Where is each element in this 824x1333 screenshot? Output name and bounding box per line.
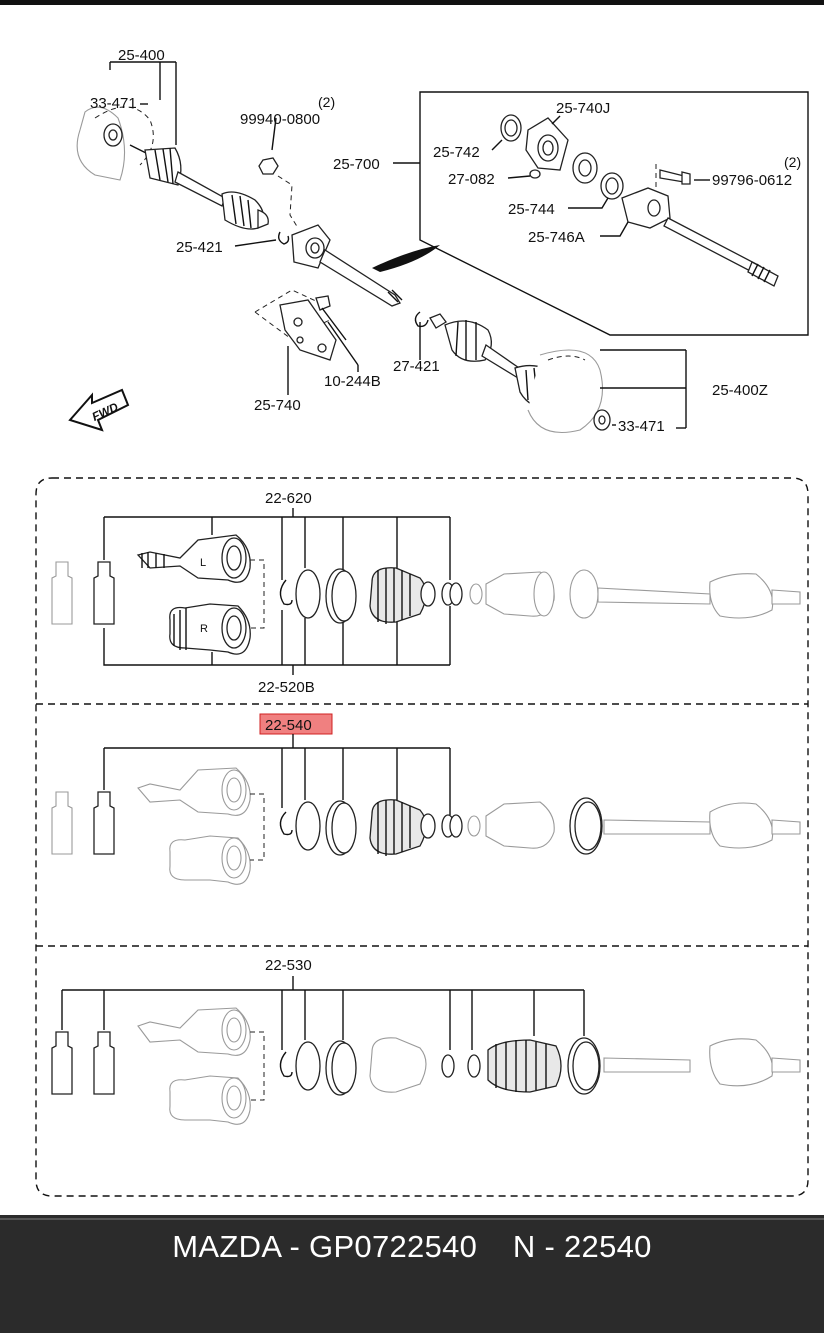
label-33-471-right: 33-471 (618, 418, 665, 435)
label-99940-qty: (2) (318, 94, 335, 110)
kit-22-620: L R 22-620 (51, 490, 801, 696)
driveshaft-ghost (469, 569, 801, 619)
grease-tube (93, 791, 115, 855)
outer-joint-ghost (603, 1038, 801, 1087)
boot-band (295, 1041, 321, 1091)
detail-arrow (372, 245, 440, 272)
joint-right-label: R (200, 623, 208, 635)
label-25-700: 25-700 (333, 156, 380, 173)
label-99796-0612: 99796-0612 (712, 172, 792, 189)
label-27-082: 27-082 (448, 171, 495, 188)
label-25-400: 25-400 (118, 47, 165, 64)
boot-band (295, 801, 321, 851)
snap-ring (279, 1051, 293, 1078)
bracket-25-746a (621, 187, 671, 229)
kit-label-22-620: 22-620 (265, 490, 312, 507)
label-25-740j: 25-740J (556, 100, 610, 117)
highlight-box-22-540 (259, 713, 333, 735)
joint-ghost-lower (169, 1075, 251, 1125)
intermediate-shaft (319, 249, 401, 307)
label-25-744: 25-744 (508, 201, 555, 218)
grease-tube (51, 1031, 73, 1095)
label-99940-0800: 99940-0800 (240, 111, 320, 128)
label-33-471-left: 33-471 (90, 95, 137, 112)
footer-bar: MAZDA - GP0722540 N - 22540 (0, 1212, 824, 1333)
outer-boot (487, 1039, 562, 1093)
footer-divider (0, 1218, 824, 1220)
drive-shaft-assembly: FWD 25-400 33-471 (2) 99940-0800 25-740J… (68, 47, 809, 435)
bolt-99796 (659, 169, 685, 183)
box-shaft (663, 217, 761, 275)
kit-22-530: 22-530 (51, 957, 801, 1125)
grease-tube (93, 1031, 115, 1095)
part-number-caption: MAZDA - GP0722540 N - 22540 (172, 1229, 652, 1264)
kit-22-540: 22-540 (51, 713, 801, 885)
kit-panels (35, 477, 809, 1197)
joint-left: L (136, 534, 251, 583)
snap-ring (279, 579, 293, 606)
label-25-740: 25-740 (254, 397, 301, 414)
label-25-746a: 25-746A (528, 229, 585, 246)
kit-panels-frame (35, 477, 809, 1197)
kit-label-22-520b: 22-520B (258, 679, 315, 696)
joint-right: R (169, 603, 251, 655)
left-inner-boot (221, 191, 264, 230)
joint-ghost-upper (137, 767, 251, 816)
washer-27-082 (529, 169, 541, 179)
boot-ghost (369, 1037, 427, 1093)
nut-99940 (258, 157, 279, 175)
grease-tube (51, 561, 73, 625)
label-25-421: 25-421 (176, 239, 223, 256)
joint-ghost-lower (169, 835, 251, 885)
driveshaft-ghost (467, 797, 801, 855)
snap-ring (279, 811, 293, 836)
small-band (441, 1054, 455, 1078)
label-25-742: 25-742 (433, 144, 480, 161)
label-27-421: 27-421 (393, 358, 440, 375)
exploded-parts-diagram: FWD 25-400 33-471 (2) 99940-0800 25-740J… (0, 0, 824, 1197)
fwd-arrow-icon: FWD (68, 388, 130, 432)
right-hub (527, 349, 604, 434)
bolt-10-244b (315, 295, 331, 311)
kit-label-22-540: 22-540 (265, 717, 312, 734)
label-99796-qty: (2) (784, 154, 801, 170)
label-25-400z: 25-400Z (712, 382, 768, 399)
detail-box-25-700 (419, 91, 809, 336)
snap-ring-27-421 (414, 311, 429, 328)
joint-left-label: L (200, 557, 206, 569)
top-border (0, 0, 824, 5)
label-10-244b: 10-244B (324, 373, 381, 390)
snap-ring-25-421 (277, 231, 290, 245)
kit-label-22-530: 22-530 (265, 957, 312, 974)
boot-band (295, 569, 321, 619)
grease-tube (51, 791, 73, 855)
left-shaft (174, 171, 226, 207)
joint-ghost-upper (137, 1007, 251, 1056)
grease-tube (93, 561, 115, 625)
